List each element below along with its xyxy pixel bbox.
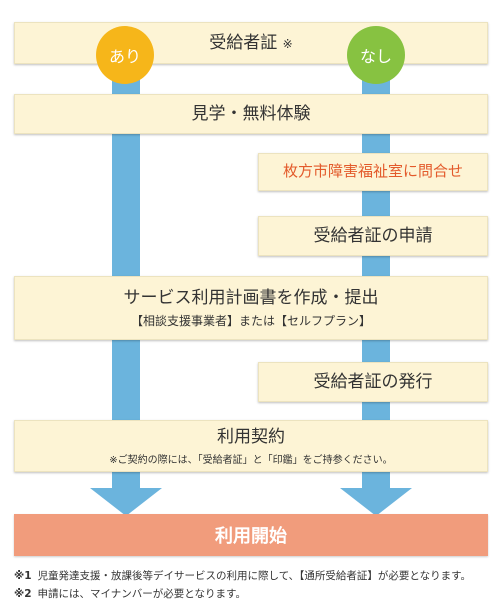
note-2: ※2 申請には、マイナンバーが必要となります。: [14, 586, 246, 601]
step-contact-label: 枚方市障害福祉室に問合せ: [282, 162, 463, 181]
step-apply: 受給者証の申請: [258, 216, 488, 256]
step-plan-sub: 【相談支援事業者】または【セルフプラン】: [130, 313, 371, 328]
step-issue: 受給者証の発行: [258, 362, 488, 402]
note-1-mark: ※1: [14, 570, 32, 582]
note-2-text: 申請には、マイナンバーが必要となります。: [37, 588, 246, 600]
note-2-mark: ※2: [14, 588, 32, 600]
step-contract: 利用契約 ※ご契約の際には、「受給者証」と「印鑑」をご持参ください。: [14, 420, 488, 472]
step-issue-label: 受給者証の発行: [313, 371, 433, 392]
step-certificate-label: 受給者証 ※: [209, 32, 293, 53]
step-contract-title: 利用契約: [217, 426, 285, 447]
step-certificate: 受給者証 ※: [14, 22, 488, 64]
circle-yes: あり: [96, 26, 154, 84]
arrow-right: [340, 488, 412, 516]
step-plan-title: サービス利用計画書を作成・提出: [123, 288, 379, 309]
step-contact: 枚方市障害福祉室に問合せ: [258, 153, 488, 191]
note-1-text: 児童発達支援・放課後等デイサービスの利用に際して、【通所受給者証】が必要となりま…: [37, 570, 472, 582]
step-plan: サービス利用計画書を作成・提出 【相談支援事業者】または【セルフプラン】: [14, 276, 488, 340]
step-tour: 見学・無料体験: [14, 94, 488, 134]
step-contract-sub: ※ご契約の際には、「受給者証」と「印鑑」をご持参ください。: [109, 455, 393, 467]
step-start: 利用開始: [14, 514, 488, 556]
step-apply-label: 受給者証の申請: [313, 225, 433, 246]
arrow-left: [90, 488, 162, 516]
step-tour-label: 見学・無料体験: [191, 103, 311, 124]
circle-no: なし: [347, 26, 405, 84]
note-1: ※1 児童発達支援・放課後等デイサービスの利用に際して、【通所受給者証】が必要とな…: [14, 568, 471, 583]
